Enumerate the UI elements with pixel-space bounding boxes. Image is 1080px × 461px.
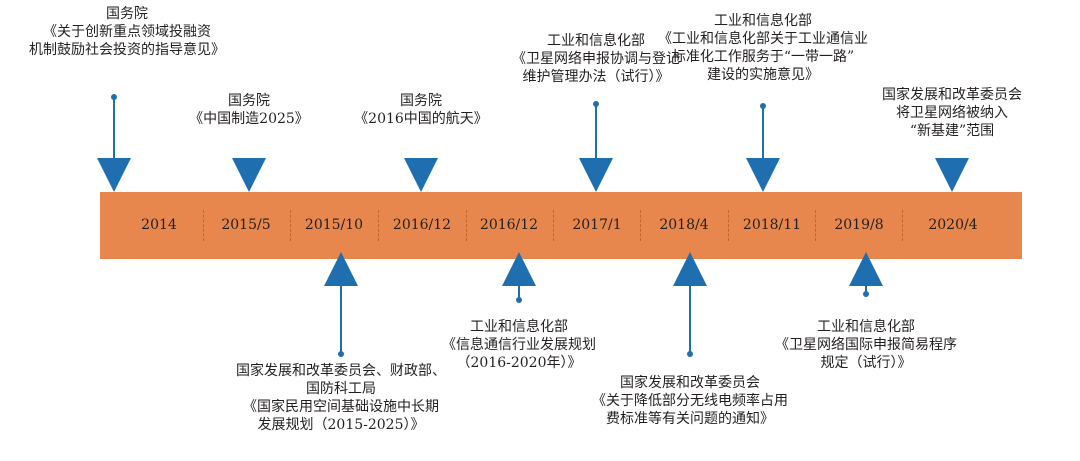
year-label: 2017/1 <box>572 217 622 233</box>
timeline-separator <box>815 210 816 241</box>
event-label: 国务院《中国制造2025》 <box>164 92 334 128</box>
down-arrow-icon <box>935 158 969 192</box>
event-label: 工业和信息化部《信息通信行业发展规划 （2016-2020年）》 <box>419 318 619 372</box>
issuing-authority: 国家发展和改革委员会 <box>620 375 760 391</box>
issuing-authority: 工业和信息化部 <box>547 33 645 49</box>
stem-dot <box>760 103 766 109</box>
event-label: 国家发展和改革委员会《关于降低部分无线电频率占用费标准等有关问题的通知》 <box>560 374 820 428</box>
timeline-separator <box>203 210 204 241</box>
policy-document-line: 规定（试行）》 <box>820 355 912 371</box>
issuing-authority: 国家发展和改革委员会、财政部、 <box>236 363 446 379</box>
policy-document-line: 建设的实施意见》 <box>707 67 819 83</box>
year-label: 2014 <box>141 217 177 233</box>
event-label: 国务院《关于创新重点领域投融资机制鼓励社会投资的指导意见》 <box>2 5 252 59</box>
event-label: 国家发展和改革委员会将卫星网络被纳入 “新基建”范围 <box>862 86 1042 140</box>
timeline-separator <box>466 210 467 241</box>
event-label: 国务院《2016中国的航天》 <box>326 92 516 128</box>
year-label: 2018/11 <box>742 217 802 233</box>
policy-document-line: 国防科工局 <box>306 381 376 397</box>
arrow-stem <box>518 286 520 300</box>
down-arrow-icon <box>746 158 780 192</box>
policy-document-line: 标准化工作服务于“一带一路” <box>671 49 855 65</box>
year-label: 2016/12 <box>479 217 539 233</box>
policy-document-line: “新基建”范围 <box>909 123 995 139</box>
issuing-authority: 工业和信息化部 <box>470 319 568 335</box>
policy-document-line: 《国家民用空间基础设施中长期 <box>243 399 439 415</box>
year-label: 2015/10 <box>304 217 364 233</box>
timeline-separator <box>640 210 641 241</box>
issuing-authority: 国家发展和改革委员会 <box>882 87 1022 103</box>
year-label: 2018/4 <box>659 217 709 233</box>
year-label: 2019/8 <box>834 217 884 233</box>
timeline-separator <box>728 210 729 241</box>
issuing-authority: 国务院 <box>106 6 148 22</box>
event-label: 工业和信息化部《工业和信息化部关于工业通信业标准化工作服务于“一带一路” 建设的实… <box>623 12 903 84</box>
up-arrow-icon <box>673 252 707 286</box>
stem-dot <box>593 101 599 107</box>
up-arrow-icon <box>849 252 883 286</box>
policy-document-line: （2016-2020年）》 <box>456 355 582 371</box>
stem-dot <box>863 291 869 297</box>
policy-document-line: 《卫星网络国际申报简易程序 <box>775 337 957 353</box>
timeline-separator <box>378 210 379 241</box>
arrow-stem <box>340 286 342 354</box>
arrow-stem <box>762 106 764 158</box>
issuing-authority: 国务院 <box>228 93 270 109</box>
stem-dot <box>687 351 693 357</box>
arrow-stem <box>595 104 597 158</box>
arrow-stem <box>113 97 115 158</box>
policy-document-line: 费标准等有关问题的通知》 <box>606 411 774 427</box>
policy-document-line: 将卫星网络被纳入 <box>896 105 1008 121</box>
policy-document-line: 《中国制造2025》 <box>189 111 309 127</box>
issuing-authority: 国务院 <box>400 93 442 109</box>
issuing-authority: 工业和信息化部 <box>714 13 812 29</box>
issuing-authority: 工业和信息化部 <box>817 319 915 335</box>
year-label: 2020/4 <box>928 217 978 233</box>
policy-document-line: 《2016中国的航天》 <box>354 111 488 127</box>
event-label: 工业和信息化部《卫星网络国际申报简易程序规定（试行）》 <box>746 318 986 372</box>
event-label: 工业和信息化部《卫星网络申报协调与登记维护管理办法（试行）》 <box>471 32 721 86</box>
policy-document-line: 维护管理办法（试行）》 <box>522 69 670 85</box>
arrow-stem <box>865 286 867 294</box>
up-arrow-icon <box>502 252 536 286</box>
arrow-stem <box>689 286 691 354</box>
stem-dot <box>338 351 344 357</box>
up-arrow-icon <box>324 252 358 286</box>
policy-document-line: 机制鼓励社会投资的指导意见》 <box>29 42 225 58</box>
year-label: 2015/5 <box>221 217 271 233</box>
stem-dot <box>516 297 522 303</box>
policy-document-line: 发展规划（2015-2025）》 <box>257 417 425 433</box>
down-arrow-icon <box>404 158 438 192</box>
down-arrow-icon <box>579 158 613 192</box>
timeline-separator <box>290 210 291 241</box>
timeline-bar <box>100 192 1022 259</box>
event-label: 国家发展和改革委员会、财政部、国防科工局《国家民用空间基础设施中长期发展规划（2… <box>196 362 486 434</box>
policy-document-line: 《信息通信行业发展规划 <box>442 337 596 353</box>
policy-document-line: 《卫星网络申报协调与登记 <box>512 51 680 67</box>
policy-document-line: 《关于降低部分无线电频率占用 <box>592 393 788 409</box>
policy-document-line: 《工业和信息化部关于工业通信业 <box>658 31 868 47</box>
down-arrow-icon <box>97 158 131 192</box>
policy-document-line: 《关于创新重点领域投融资 <box>43 24 211 40</box>
down-arrow-icon <box>232 158 266 192</box>
timeline-separator <box>902 210 903 241</box>
stem-dot <box>111 94 117 100</box>
timeline-separator <box>553 210 554 241</box>
year-label: 2016/12 <box>392 217 452 233</box>
